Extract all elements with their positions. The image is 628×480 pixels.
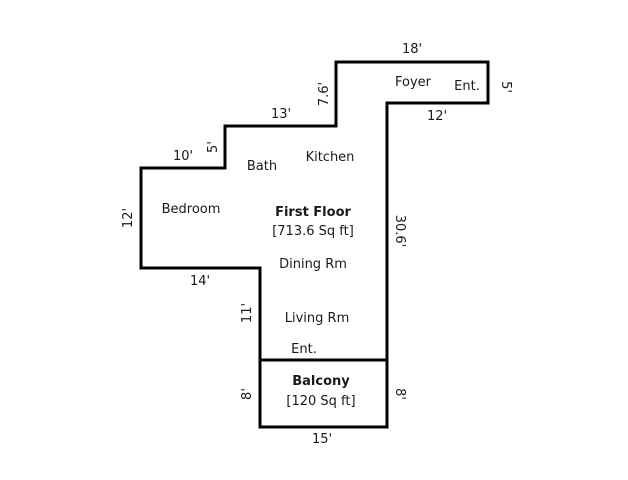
dimension-right-30-6: 30.6' — [392, 215, 407, 248]
foyer-label: Foyer — [395, 75, 432, 90]
dimension-bedroom-10: 10' — [173, 149, 193, 164]
dimension-upper-13: 13' — [271, 107, 291, 122]
entrance-top-label: Ent. — [454, 79, 480, 94]
first-floor-title: First Floor — [275, 205, 351, 220]
dimension-living-11: 11' — [240, 303, 255, 323]
kitchen-label: Kitchen — [306, 150, 355, 165]
bath-label: Bath — [247, 159, 277, 174]
balcony-title: Balcony — [292, 374, 350, 389]
dimension-upper-7-6: 7.6' — [317, 82, 332, 106]
living-room-label: Living Rm — [285, 311, 349, 326]
dimension-bedroom-12: 12' — [121, 208, 136, 228]
dining-room-label: Dining Rm — [279, 257, 347, 272]
balcony-area: [120 Sq ft] — [286, 394, 355, 409]
dimension-bath-5: 5' — [206, 141, 221, 153]
dimension-balcony-15: 15' — [312, 432, 332, 447]
dimension-balcony-8-right: 8' — [392, 388, 407, 400]
dimension-right-5: 5' — [498, 81, 513, 93]
dimension-top-18: 18' — [402, 42, 422, 57]
dimension-step-12: 12' — [427, 109, 447, 124]
bedroom-label: Bedroom — [162, 202, 221, 217]
entrance-bottom-label: Ent. — [291, 342, 317, 357]
dimension-bottom-14: 14' — [190, 274, 210, 289]
dimension-balcony-8-left: 8' — [240, 388, 255, 400]
first-floor-outline — [139, 60, 490, 362]
balcony-outline — [258, 358, 389, 429]
first-floor-area: [713.6 Sq ft] — [272, 224, 354, 239]
